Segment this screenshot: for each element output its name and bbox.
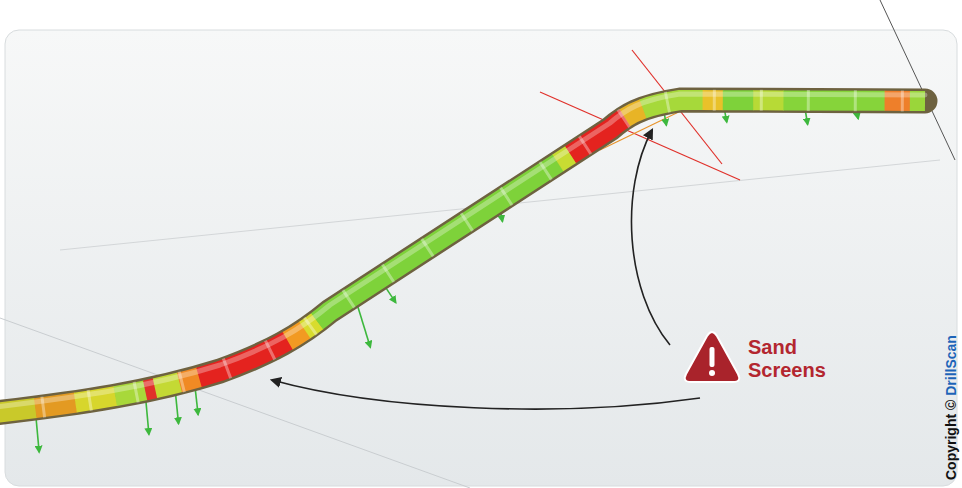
grid-line	[880, 0, 955, 160]
label-text: Copyright ©	[943, 400, 959, 480]
tube-band	[0, 100, 925, 413]
tube-band	[0, 100, 925, 413]
tube-band	[0, 100, 925, 413]
leader-arrow	[272, 380, 700, 409]
tube-band	[0, 100, 925, 413]
tube-band	[0, 100, 925, 413]
tube-band	[0, 100, 925, 413]
callout-text: Sand Screens	[748, 336, 832, 382]
tube-band	[0, 100, 925, 413]
label-text: Sand Screens	[748, 336, 832, 382]
label-text: DrillScan	[943, 335, 959, 396]
tube-joints	[0, 100, 925, 413]
leader-arrow	[631, 130, 670, 345]
tube-band	[0, 100, 925, 413]
tube-band	[0, 100, 925, 413]
tube-band	[0, 100, 925, 413]
tube-outline	[0, 100, 925, 413]
tube-band	[0, 100, 925, 413]
tube-band	[0, 100, 925, 413]
warning-icon	[710, 347, 715, 367]
warning-icon	[709, 370, 715, 376]
tube-band	[0, 100, 925, 413]
tube-band	[0, 100, 925, 413]
tube-band	[0, 100, 925, 413]
tube-band	[0, 100, 925, 413]
tube-band	[0, 100, 925, 413]
tube-band	[0, 100, 925, 413]
tube-band	[0, 100, 925, 413]
tube-shine	[0, 94, 925, 407]
watermark: Copyright © DrillScan	[943, 335, 959, 480]
tube-band	[0, 100, 925, 413]
warning-icon	[685, 332, 739, 382]
tube-band	[0, 100, 925, 413]
tube-colour-map	[0, 100, 925, 413]
